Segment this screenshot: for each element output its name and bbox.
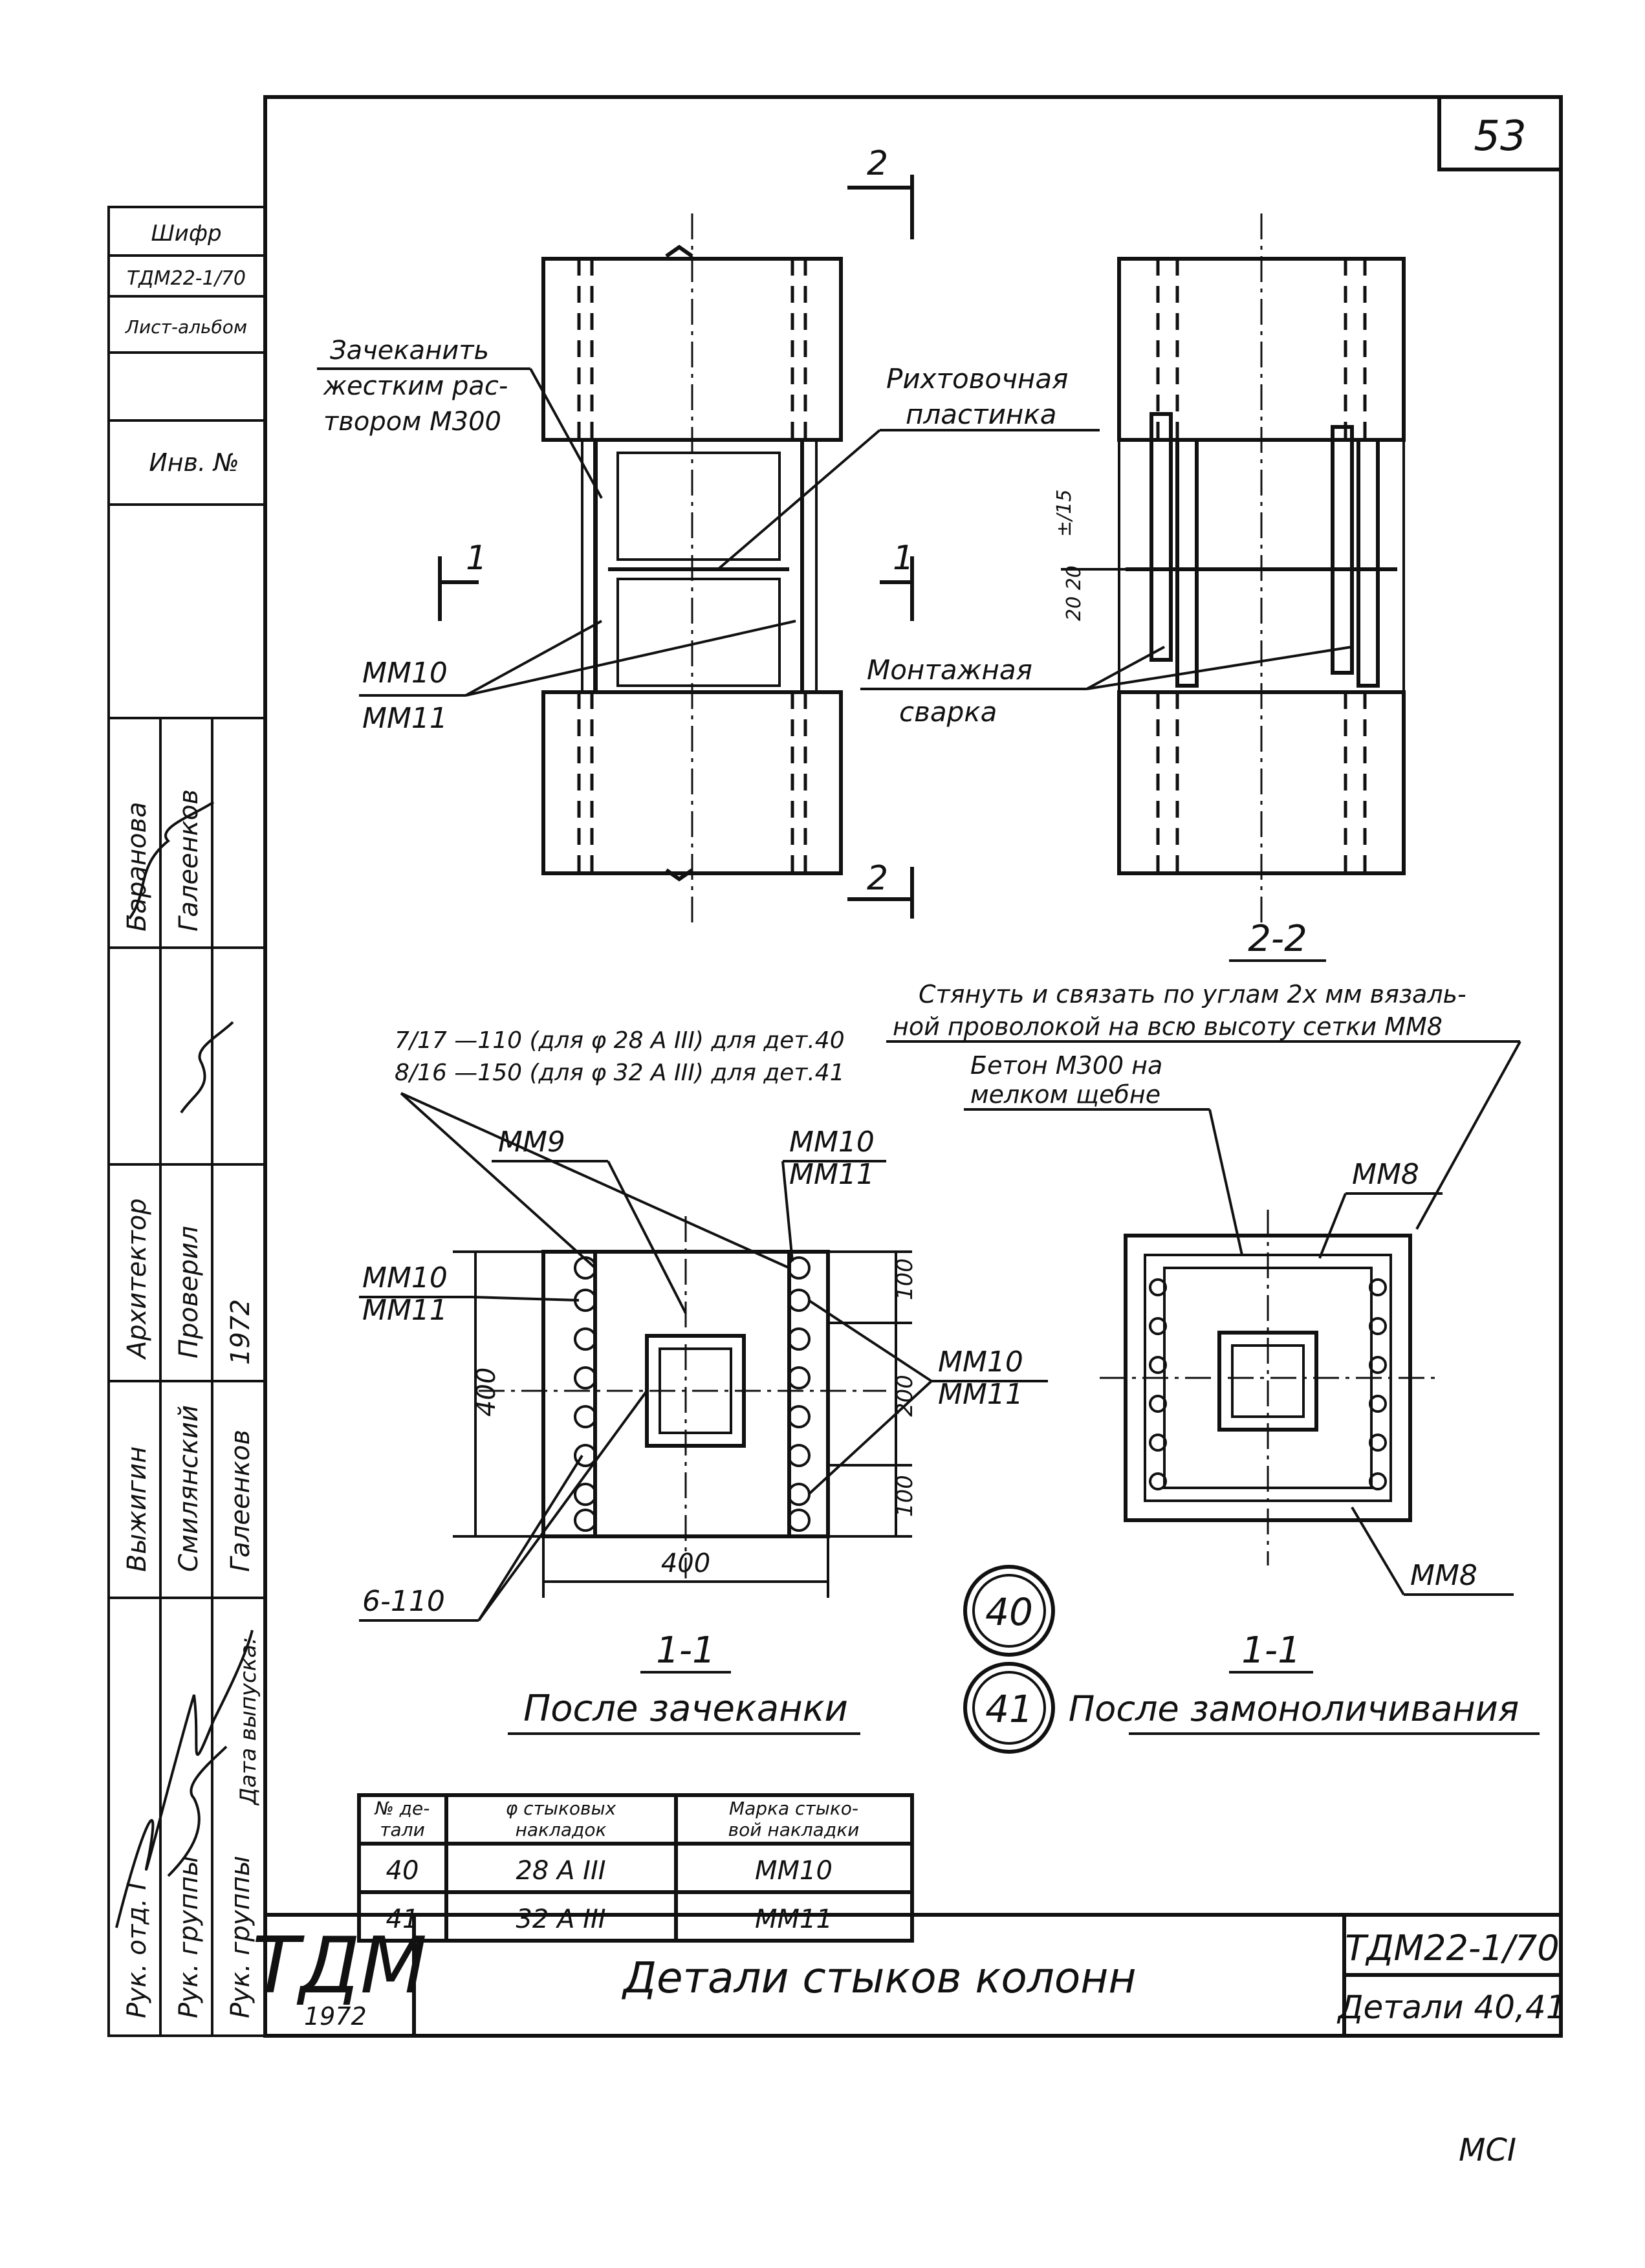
footer-number: МСI xyxy=(1459,2132,1516,2168)
note-caulk-2: жестким рас- xyxy=(323,371,508,401)
table-header-3: Марка стыко- xyxy=(729,1798,858,1819)
note-tie-2: ной проволокой на всю высоту сетки ММ8 xyxy=(893,1012,1443,1041)
plan-left-caption: После зачеканки xyxy=(523,1688,848,1730)
stamp-role-3: Рук. группы xyxy=(226,1856,256,2018)
section-2-bottom: 2 xyxy=(867,859,888,898)
label-mm10-top-1: ММ10 xyxy=(789,1126,875,1159)
stamp-role-1: Рук. отд. I xyxy=(122,1882,152,2018)
label-mm10-left-2: ММ11 xyxy=(362,1294,448,1327)
sheet-code: ТДМ22-1/70 xyxy=(1345,1928,1559,1968)
stamp-name-2: Смилянский xyxy=(174,1405,204,1572)
section-mark-left: 1 xyxy=(466,539,487,578)
plan-right: ММ8 ММ8 1-1 После замоноличивания xyxy=(1069,1158,1540,1735)
label-mm8-top: ММ8 xyxy=(1352,1158,1419,1191)
dim-width: 400 xyxy=(661,1549,710,1578)
elevation-view-1: 1 1 Зачеканить жестким рас- твором М300 … xyxy=(317,144,1100,925)
detail-mark-40 xyxy=(963,1565,1055,1657)
dim-side-2: 200 xyxy=(892,1375,918,1417)
sheet-number-box xyxy=(1437,95,1563,171)
section-2-top: 2 xyxy=(867,144,888,183)
note-caulk-1: Зачеканить xyxy=(330,336,489,365)
label-mm10-left-1: ММ10 xyxy=(362,1261,448,1294)
stamp-cell-5: Инв. № xyxy=(149,448,239,477)
stamp-cell-3: Лист-альбом xyxy=(125,316,247,338)
detail-mark-40-text: 40 xyxy=(985,1590,1033,1634)
elevation-view-2: Монтажная сварка 20 20 ±/15 xyxy=(860,213,1406,925)
table-header-1b: тали xyxy=(380,1819,425,1840)
label-mm10-top-2: ММ11 xyxy=(789,1158,875,1191)
sheet-title: Детали стыков колонн xyxy=(621,1953,1136,2003)
side-stamp: Шифр ТДМ22-1/70 Лист-альбом Инв. № Рук. … xyxy=(107,206,267,2037)
rod-note-2: 8/16 —150 (для φ 32 А III) для дет.41 xyxy=(395,1060,845,1086)
section-mark-right: 1 xyxy=(893,539,914,578)
note-tie-1: Стянуть и связать по углам 2х мм вязаль- xyxy=(919,980,1466,1009)
stamp-name-1: Выжигин xyxy=(122,1446,152,1572)
sheet-label: Детали 40,41 xyxy=(1336,1989,1566,2026)
table-header-2b: накладок xyxy=(516,1819,607,1840)
note-plate-1: Рихтовочная xyxy=(886,363,1068,395)
org-year: 1972 xyxy=(304,2002,367,2031)
dim-vert: ±/15 xyxy=(1053,490,1076,537)
stamp-name-0: Архитектор xyxy=(122,1198,152,1360)
plan-right-caption: После замоноличивания xyxy=(1069,1688,1520,1729)
stamp-year: 1972 xyxy=(226,1299,256,1365)
label-bolts: 6-110 xyxy=(362,1585,445,1618)
detail-mark-41 xyxy=(963,1662,1055,1754)
note-concrete-1: Бетон М300 на xyxy=(970,1051,1162,1080)
stamp-cell-1: Шифр xyxy=(151,221,221,246)
stamp-role-4: Дата выпуска: xyxy=(235,1637,261,1806)
label-mm10-right-1: ММ10 xyxy=(938,1346,1023,1379)
table-cell-0-0: 40 xyxy=(386,1856,419,1886)
note-concrete-2: мелком щебне xyxy=(970,1080,1160,1109)
table-cell-0-2: ММ10 xyxy=(755,1856,833,1886)
plan-left: 7/17 —110 (для φ 28 А III) для дет.40 8/… xyxy=(359,1027,1048,1735)
plan-right-section: 1-1 xyxy=(1241,1630,1300,1672)
note-plate-2: пластинка xyxy=(906,398,1056,430)
table-header-3b: вой накладки xyxy=(728,1819,860,1840)
signature-2 xyxy=(167,1745,228,1877)
note-weld-1: Монтажная xyxy=(867,654,1032,686)
dim-side-1: 100 xyxy=(892,1258,918,1300)
dim-height: 400 xyxy=(472,1368,501,1417)
table-header-1: № де- xyxy=(374,1798,430,1819)
table-cell-1-1: 32 А III xyxy=(516,1904,605,1934)
table-cell-1-2: ММ11 xyxy=(755,1904,833,1934)
org-logo: ТДМ xyxy=(252,1921,428,2011)
table-cell-0-1: 28 А III xyxy=(516,1856,605,1886)
stamp-name-6: Галеенков xyxy=(174,789,204,932)
detail-table: № де- тали φ стыковых накладок Марка сты… xyxy=(357,1793,914,1943)
stamp-role-2: Рук. группы xyxy=(174,1856,204,2018)
label-mm10-right-2: ММ11 xyxy=(938,1378,1023,1411)
dim-gap: 20 20 xyxy=(1063,565,1085,621)
note-weld-2: сварка xyxy=(899,696,997,728)
note-mm10: ММ10 xyxy=(362,657,448,690)
stamp-cell-2: ТДМ22-1/70 xyxy=(127,267,246,290)
note-mm11: ММ11 xyxy=(362,702,448,735)
signature-1 xyxy=(115,1630,254,1928)
table-cell-1-0: 41 xyxy=(386,1904,419,1934)
rod-note-1: 7/17 —110 (для φ 28 А III) для дет.40 xyxy=(395,1027,845,1054)
title-block: ТДМ 1972 Детали стыков колонн ТДМ22-1/70… xyxy=(252,1913,1567,2036)
dim-side-3: 100 xyxy=(892,1475,918,1517)
stamp-name-5: Проверил xyxy=(174,1226,204,1358)
detail-mark-41-text: 41 xyxy=(985,1687,1033,1731)
stamp-name-3: Галеенков xyxy=(226,1430,256,1572)
signature-4 xyxy=(180,1021,234,1114)
label-mm8-bottom: ММ8 xyxy=(1410,1559,1477,1592)
note-caulk-3: твором М300 xyxy=(323,407,501,437)
sheet-number: 53 xyxy=(1474,113,1526,160)
signature-3 xyxy=(128,801,215,920)
section-2-2-header: 2-2 xyxy=(1248,918,1307,960)
label-mm9: ММ9 xyxy=(498,1126,565,1159)
table-header-2: φ стыковых xyxy=(506,1798,616,1819)
plan-left-section: 1-1 xyxy=(656,1630,715,1672)
